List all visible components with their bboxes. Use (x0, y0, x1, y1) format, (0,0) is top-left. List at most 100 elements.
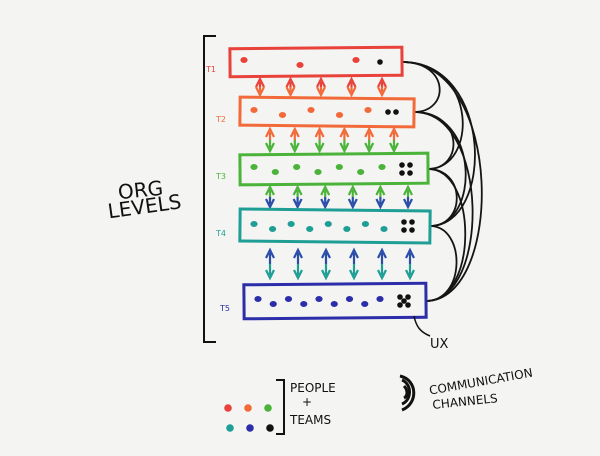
person-dot (364, 107, 372, 113)
arrow-between-1-2 (285, 76, 296, 98)
tier-label-3: T3 (215, 172, 226, 181)
arrow-head-down (255, 86, 265, 98)
arrow-head-down (375, 198, 386, 210)
ux-dot (409, 219, 415, 225)
arrow-between-3-4 (403, 184, 413, 210)
arrow-head-down (346, 86, 357, 98)
legend-people-dots (224, 404, 274, 432)
person-dot (335, 112, 344, 118)
ux-dot (407, 162, 413, 168)
tier-box-3 (238, 151, 430, 187)
person-dot (380, 226, 388, 232)
ux-dot (399, 162, 405, 168)
person-dot (287, 221, 295, 227)
tier-label-1: T1 (205, 65, 216, 74)
legend-dot (246, 424, 254, 432)
legend-dot (224, 404, 232, 412)
arrow-head-down (289, 142, 300, 154)
arrow-between-1-2 (377, 76, 387, 98)
person-dot (271, 169, 279, 175)
legend-dot (266, 424, 274, 432)
arrow-between-2-3 (389, 126, 399, 154)
arrow-between-4-5 (265, 247, 275, 281)
arrow-between-4-5 (349, 247, 359, 281)
person-dot (268, 226, 277, 232)
ux-dot (401, 298, 407, 304)
person-dot (357, 169, 365, 175)
arrow-head-up (339, 126, 350, 138)
communication-channel-line (425, 225, 458, 302)
arrow-head-down (347, 198, 358, 210)
arrow-head-up (346, 76, 357, 88)
person-dot (315, 296, 323, 302)
person-dot (314, 169, 322, 175)
legend-teams-label: TEAMS (289, 413, 331, 427)
ux-dot (405, 302, 411, 308)
arrow-between-1-2 (255, 76, 265, 98)
arrow-between-3-4 (265, 184, 275, 210)
arrow-between-4-5 (293, 247, 303, 281)
ux-dot (407, 170, 413, 176)
arrow-head-up (292, 184, 303, 196)
communication-channel-lines (401, 61, 483, 302)
person-dot (378, 164, 386, 170)
arrow-between-4-5 (321, 247, 331, 281)
arrow-head-up (347, 184, 358, 196)
ux-dot (399, 170, 405, 176)
legend-dot (244, 404, 252, 412)
legend-plus-label: + (302, 395, 312, 409)
person-dot (284, 296, 293, 302)
arrow-head-down (321, 269, 331, 281)
arrow-head-up (320, 184, 331, 196)
ux-dot (405, 294, 411, 300)
legend: PEOPLE + TEAMS COMMUNICATION CHANNELS (224, 366, 534, 435)
communication-channel-line (413, 111, 474, 302)
tier-box-5 (242, 281, 428, 321)
person-dot (269, 301, 277, 307)
arrow-head-down (265, 142, 275, 154)
arrow-head-down (405, 269, 415, 281)
person-dot (254, 296, 262, 302)
arrow-between-4-5 (405, 247, 415, 281)
arrow-head-up (375, 184, 386, 196)
arrow-head-down (265, 198, 275, 210)
person-dot (250, 221, 258, 227)
arrow-between-2-3 (265, 126, 275, 154)
person-dot (300, 301, 308, 307)
arrow-head-up (316, 76, 326, 88)
arrow-head-up (293, 247, 303, 259)
arrow-head-up (255, 76, 265, 88)
communication-channel-line (401, 61, 476, 227)
arrow-head-down (314, 142, 325, 154)
arrow-head-up (285, 76, 296, 88)
arrow-head-up (321, 247, 331, 259)
ux-dot (409, 227, 415, 233)
person-dot (345, 296, 354, 302)
ux-dot (401, 219, 407, 225)
org-levels-bracket (203, 35, 216, 343)
communication-channel-line (413, 111, 455, 170)
arrow-between-3-4 (347, 184, 358, 210)
person-dot (361, 221, 370, 227)
legend-channels-label-line2: CHANNELS (432, 391, 499, 412)
person-dot (376, 296, 384, 302)
arrow-head-up (377, 247, 387, 259)
legend-bracket (276, 379, 285, 435)
arrow-between-2-3 (364, 126, 375, 154)
ux-dot (401, 227, 407, 233)
arrow-head-down (377, 269, 387, 281)
person-dot (361, 301, 369, 307)
tier-box-4 (238, 207, 432, 245)
person-dot (278, 112, 287, 118)
arrow-head-up (377, 76, 387, 88)
arrow-head-up (364, 126, 375, 138)
arrow-head-down (285, 86, 296, 98)
person-dot (343, 226, 351, 232)
communication-channel-line (401, 61, 483, 302)
tier-1: T1 (205, 45, 404, 79)
ux-pointer-line (413, 315, 431, 337)
arrow-head-down (364, 142, 375, 154)
